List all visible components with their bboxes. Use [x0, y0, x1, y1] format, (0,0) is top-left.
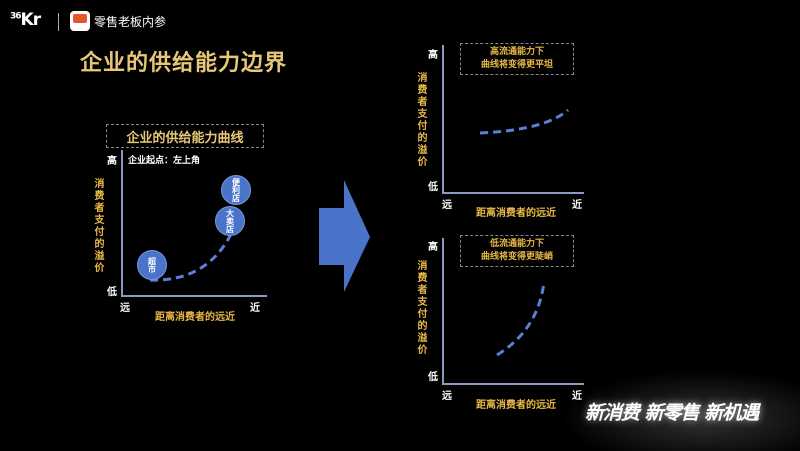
top-x-axis — [442, 192, 584, 194]
top-note-line1: 高流通能力下 — [489, 47, 544, 57]
footer-glow — [560, 370, 800, 451]
bottom-note-line2: 曲线将变得更陡峭 — [480, 252, 553, 262]
bottom-y-axis-label: 消费者支付的溢价 — [415, 260, 426, 356]
bottom-x-far: 远 — [442, 391, 452, 402]
left-chart-title-box: 企业的供给能力曲线 — [106, 124, 264, 148]
bottom-note-line1: 低流通能力下 — [489, 239, 544, 249]
bubble-supermarket: 超市 — [137, 250, 167, 280]
steep-curve — [496, 281, 546, 357]
left-y-high: 高 — [107, 156, 117, 167]
brand-divider — [58, 13, 59, 31]
bottom-y-low: 低 — [428, 372, 438, 383]
left-x-axis-label: 距离消费者的远近 — [155, 312, 235, 323]
app-logo-icon — [70, 11, 90, 31]
left-x-axis — [121, 295, 267, 297]
left-y-axis-label: 消费者支付的溢价 — [92, 178, 103, 274]
brand-prefix: 36 — [10, 11, 21, 22]
top-note-line2: 曲线将变得更平坦 — [480, 60, 553, 70]
left-y-axis — [121, 150, 123, 296]
top-y-axis-label: 消费者支付的溢价 — [415, 72, 426, 168]
left-note: 企业起点：左上角 — [128, 156, 201, 166]
top-y-low: 低 — [428, 182, 438, 193]
bottom-x-axis — [442, 383, 584, 385]
top-note-box: 高流通能力下 曲线将变得更平坦 — [460, 43, 574, 75]
bubble-label: 超市 — [147, 257, 157, 273]
top-y-axis — [442, 45, 444, 193]
bubble-label: 大卖店 — [225, 209, 235, 233]
bottom-y-axis — [442, 238, 444, 384]
bubble-convenience-store: 便利店 — [221, 175, 251, 205]
right-arrow-icon — [319, 180, 370, 292]
brand-suffix: Kr — [20, 10, 42, 30]
bottom-y-high: 高 — [428, 242, 438, 253]
app-name: 零售老板内参 — [94, 15, 167, 29]
bottom-x-axis-label: 距离消费者的远近 — [476, 400, 556, 411]
bubble-hypermarket: 大卖店 — [215, 206, 245, 236]
flat-curve — [479, 108, 569, 135]
left-y-low: 低 — [107, 287, 117, 298]
page-title: 企业的供给能力边界 — [80, 50, 288, 76]
bubble-label: 便利店 — [231, 178, 241, 202]
left-supply-curve — [149, 195, 239, 282]
left-x-near: 近 — [250, 303, 260, 314]
top-x-far: 远 — [442, 200, 452, 211]
top-y-high: 高 — [428, 50, 438, 61]
left-x-far: 远 — [120, 303, 130, 314]
bottom-note-box: 低流通能力下 曲线将变得更陡峭 — [460, 235, 574, 267]
footer-slogan: 新消费 新零售 新机遇 — [585, 402, 759, 424]
top-x-near: 近 — [572, 200, 582, 211]
brand-logo-36kr: 36Kr — [10, 10, 42, 30]
top-x-axis-label: 距离消费者的远近 — [476, 208, 556, 219]
left-chart-title: 企业的供给能力曲线 — [126, 130, 244, 146]
